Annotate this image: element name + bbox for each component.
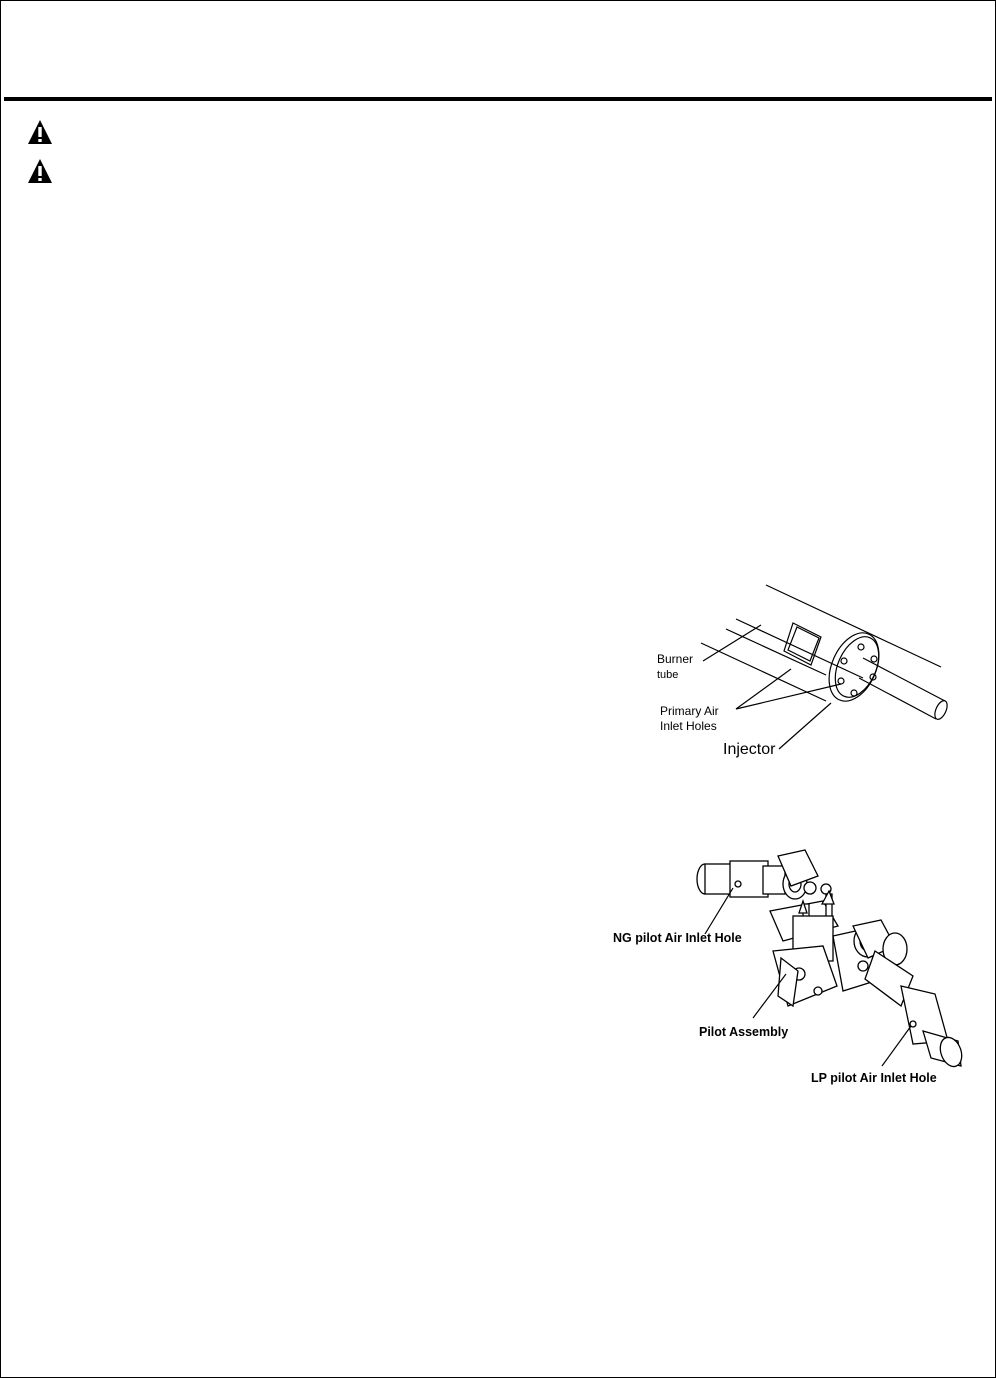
injector-label: Injector bbox=[723, 741, 776, 758]
burner-tube-label-line2: tube bbox=[657, 669, 678, 681]
warning-triangle-icon bbox=[27, 119, 53, 145]
pilot-assembly-label: Pilot Assembly bbox=[699, 1025, 788, 1039]
warning-triangle-icon bbox=[27, 158, 53, 184]
primary-air-label-line1: Primary Air bbox=[660, 704, 719, 718]
pilot-assembly-figure: NG pilot Air Inlet Hole Pilot Assembly L… bbox=[613, 846, 963, 1086]
primary-air-label-line2: Inlet Holes bbox=[660, 719, 717, 733]
ng-pilot-air-inlet-hole-label: NG pilot Air Inlet Hole bbox=[613, 931, 742, 945]
burner-tube-figure: Burner tube Primary Air Inlet Holes Inje… bbox=[641, 581, 961, 766]
header-rule bbox=[4, 97, 992, 101]
lp-pilot-air-inlet-hole-label: LP pilot Air Inlet Hole bbox=[811, 1071, 937, 1085]
burner-tube-label-line1: Burner bbox=[657, 652, 693, 666]
